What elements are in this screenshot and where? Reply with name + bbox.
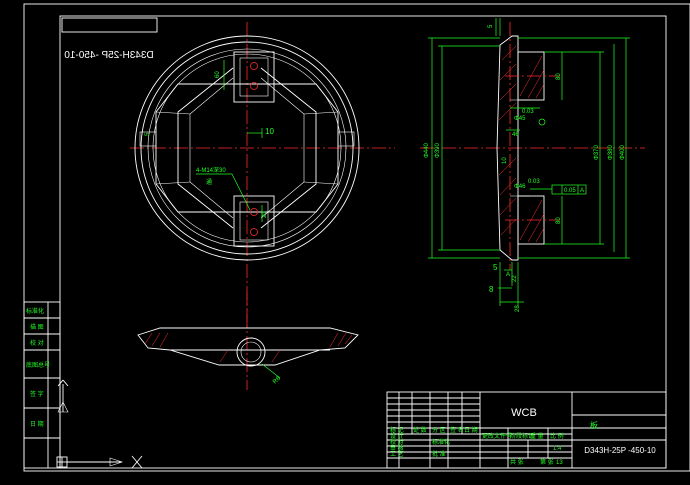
bottom-view: R8 (137, 292, 359, 390)
gdt-frame (551, 184, 587, 195)
outer-ring-2 (140, 41, 354, 255)
svg-text:比 例: 比 例 (550, 432, 564, 440)
bottom-shaft-hole (236, 337, 266, 367)
svg-text:80: 80 (556, 73, 562, 80)
svg-text:签 名: 签 名 (450, 426, 464, 434)
svg-text:8: 8 (489, 285, 494, 294)
svg-text:底图总号: 底图总号 (26, 361, 50, 369)
svg-text:共 张: 共 张 (510, 458, 524, 466)
svg-text:通: 通 (206, 178, 212, 186)
dim-440: Φ440 (424, 143, 430, 158)
outer-ring-1 (134, 35, 360, 261)
dim-380: Φ380 (608, 145, 614, 160)
part-name-text: 板 (590, 420, 598, 430)
bottom-hole-1 (250, 208, 258, 216)
svg-text:1:4: 1:4 (553, 446, 562, 452)
svg-text:日 期: 日 期 (30, 420, 44, 428)
bottom-radius-dim: R8 (272, 375, 282, 385)
svg-text:Φ45: Φ45 (514, 116, 526, 122)
outer-ring-3 (147, 48, 347, 248)
svg-text:审 核: 审 核 (390, 444, 404, 452)
ucs-icon (56, 379, 143, 469)
svg-text:阶段标记: 阶段标记 (510, 432, 534, 440)
svg-text:校 对: 校 对 (30, 339, 44, 347)
svg-text:签 字: 签 字 (30, 390, 44, 398)
outer-ring-4 (152, 53, 342, 243)
svg-text:28: 28 (515, 305, 521, 312)
dim-390: Φ390 (435, 143, 441, 158)
svg-text:标 记: 标 记 (390, 426, 404, 434)
svg-text:重 量: 重 量 (530, 432, 544, 440)
sheet-number: 13 (556, 460, 563, 466)
svg-text:A: A (506, 272, 510, 278)
top-hole-2 (250, 82, 258, 90)
svg-text:工 艺: 工 艺 (390, 450, 404, 458)
disc-section (496, 35, 519, 261)
svg-text:分 区: 分 区 (432, 426, 446, 434)
front-view: 60 10 5 20 4-M14深30 通 (130, 22, 395, 328)
hole-note: 4-M14深30 (196, 166, 226, 174)
svg-text:0.05: 0.05 (564, 188, 576, 194)
dim-400: Φ400 (620, 145, 626, 160)
svg-text:5: 5 (145, 132, 151, 136)
svg-text:0.03: 0.03 (528, 179, 540, 185)
dim-center-offset: 10 (265, 127, 274, 136)
svg-text:22: 22 (512, 275, 518, 282)
svg-text:标准化: 标准化 (432, 438, 450, 446)
svg-text:描 图: 描 图 (30, 323, 44, 331)
svg-text:批 准: 批 准 (432, 450, 446, 458)
material-text: WCB (511, 407, 537, 419)
dim-370: Φ370 (594, 145, 600, 160)
title-block: WCB 板 D343H-25P -450-10 标 记 设 计 校 对 审 核 … (386, 391, 667, 469)
svg-text:日 期: 日 期 (464, 426, 478, 434)
sheet-outer-border (23, 3, 690, 472)
sheet-inner-border (59, 15, 667, 469)
top-boss (233, 51, 275, 103)
svg-text:10: 10 (502, 157, 508, 164)
svg-text:校 对: 校 对 (390, 438, 404, 446)
section-view: Φ440 Φ390 Φ370 Φ380 Φ400 80 80 5 Φ45 0.0… (420, 18, 645, 312)
svg-text:5: 5 (493, 263, 498, 272)
part-code-text: D343H-25P -450-10 (584, 446, 656, 455)
svg-text:Φ46: Φ46 (514, 184, 526, 190)
svg-text:80: 80 (556, 217, 562, 224)
svg-text:设 计: 设 计 (390, 432, 404, 440)
bottom-plate-outline (137, 327, 359, 366)
left-strip: 标准化 描 图 校 对 底图总号 签 字 日 期 (23, 301, 61, 469)
svg-text:处 数: 处 数 (413, 426, 427, 434)
bottom-boss (233, 195, 275, 247)
mirrored-code-box: D343H-25P -450-10 (61, 17, 158, 61)
bottom-hole-2 (250, 228, 258, 236)
svg-text:46: 46 (512, 132, 519, 138)
svg-text:A: A (580, 188, 584, 194)
mirrored-code-text: D343H-25P -450-10 (64, 50, 154, 61)
svg-text:第 张: 第 张 (540, 458, 554, 466)
svg-text:标准化: 标准化 (26, 307, 44, 315)
svg-text:0.03: 0.03 (522, 109, 534, 115)
svg-text:更改文件号: 更改文件号 (482, 432, 512, 440)
svg-text:20: 20 (262, 211, 268, 218)
top-hole-1 (250, 62, 258, 70)
svg-text:5: 5 (488, 24, 494, 28)
svg-text:60: 60 (215, 71, 221, 78)
